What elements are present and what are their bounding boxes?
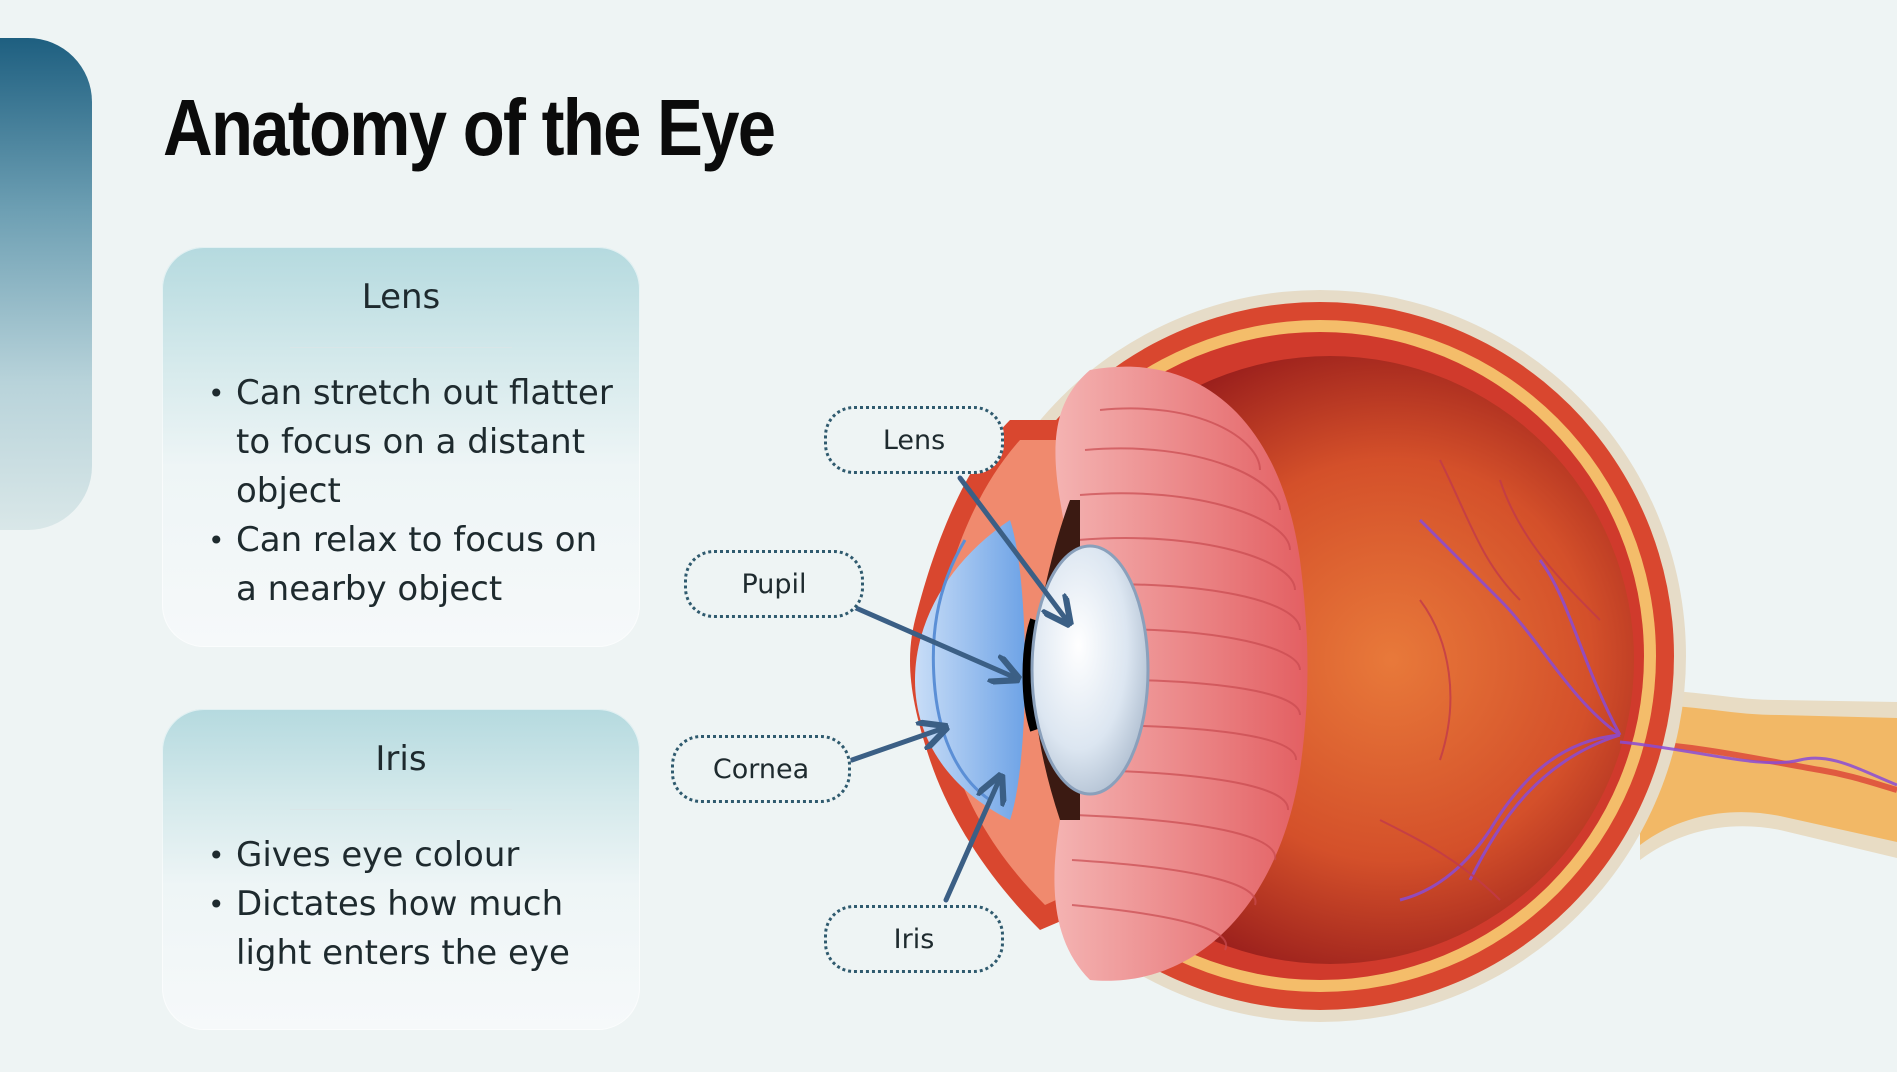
lens-shape <box>1030 544 1150 796</box>
optic-nerve <box>1619 690 1897 860</box>
label-pupil: Pupil <box>684 550 864 618</box>
card-title: Iris <box>375 739 427 779</box>
bullet-item: Gives eye colour <box>208 831 628 880</box>
slide-title: Anatomy of the Eye <box>163 83 776 172</box>
bullet-list: Can stretch out flatter to focus on a di… <box>208 369 628 614</box>
bullet-item: Can stretch out flatter to focus on a di… <box>208 369 628 516</box>
blood-vessels <box>1399 518 1897 902</box>
lens-info-card: Lens Can stretch out flatter to focus on… <box>162 247 640 647</box>
label-lens: Lens <box>824 406 1004 474</box>
pupil-shape <box>1022 618 1040 732</box>
iris-arrow <box>943 778 1000 903</box>
pupil-arrow <box>853 605 1016 678</box>
ciliary-muscle <box>1054 366 1308 981</box>
bullet-item: Dictates how much light enters the eye <box>208 880 628 978</box>
pointer-arrows <box>849 475 1068 903</box>
card-divider <box>290 347 512 348</box>
card-divider <box>290 809 512 810</box>
cornea-arrow <box>849 728 944 763</box>
card-title: Lens <box>361 277 441 317</box>
bullet-item: Can relax to focus on a nearby object <box>208 516 628 614</box>
bullet-list: Gives eye colour Dictates how much light… <box>208 831 628 978</box>
iris-info-card: Iris Gives eye colour Dictates how much … <box>162 709 640 1030</box>
label-iris: Iris <box>824 905 1004 973</box>
side-accent-bar <box>0 38 92 530</box>
label-cornea: Cornea <box>671 735 851 803</box>
lens-arrow <box>957 475 1068 622</box>
